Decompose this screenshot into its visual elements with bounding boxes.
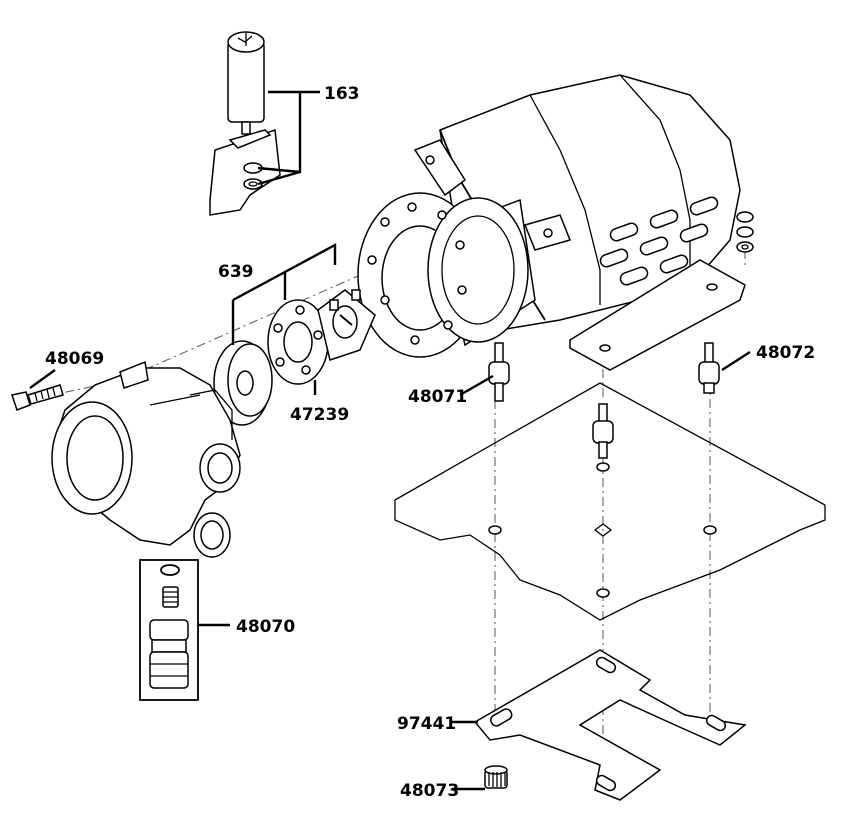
label-163: 163 (324, 84, 360, 104)
nut-48073 (484, 765, 508, 789)
label-48069: 48069 (45, 349, 104, 369)
pump-housing (51, 360, 241, 558)
motor-flange (357, 192, 536, 358)
callout-labels: 163 639 48069 47239 48071 48072 48070 97… (45, 84, 815, 801)
assembly-center-lines (27, 239, 746, 790)
label-97441: 97441 (397, 714, 456, 734)
bolt-48069 (11, 384, 64, 411)
seal-kit-639 (213, 289, 376, 426)
label-47239: 47239 (290, 405, 349, 425)
label-639: 639 (218, 262, 254, 282)
mounting-plate (394, 382, 826, 621)
fitting-kit-48070 (139, 559, 199, 701)
label-48071: 48071 (408, 387, 467, 407)
stud-48072 (698, 342, 720, 394)
label-48070: 48070 (236, 617, 295, 637)
capacitor-163 (209, 31, 281, 216)
label-48072: 48072 (756, 343, 815, 363)
label-48073: 48073 (400, 781, 459, 801)
washer-stack (736, 211, 754, 253)
stud-center (592, 403, 614, 459)
base-bracket (473, 649, 747, 801)
leader-lines (29, 90, 751, 791)
stud-48071 (488, 342, 510, 402)
